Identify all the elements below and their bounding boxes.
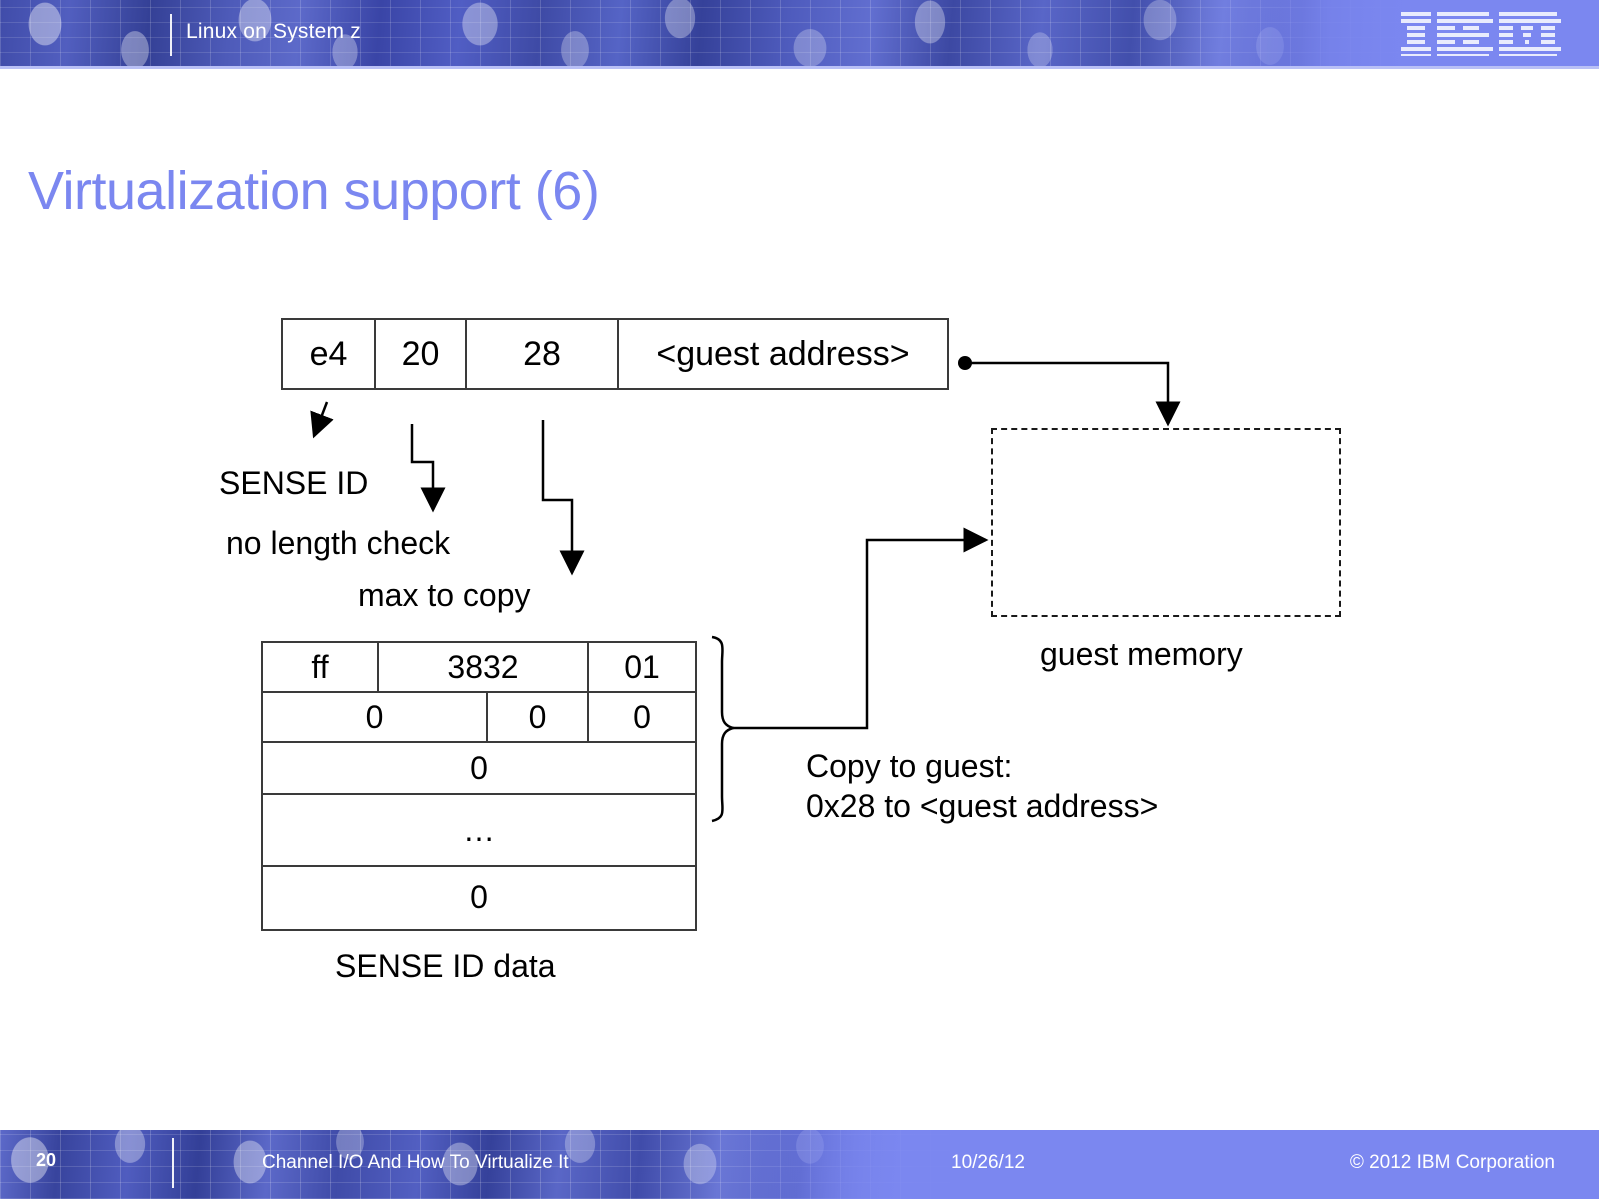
page-number: 20 bbox=[36, 1150, 57, 1170]
table-row: … bbox=[263, 795, 695, 867]
copy-note-line-2: 0x28 to <guest address> bbox=[806, 788, 1159, 824]
ccw-cell-flags: 20 bbox=[376, 320, 467, 388]
ccw-cell-count: 28 bbox=[467, 320, 619, 388]
arrow-copy-to-guest bbox=[733, 527, 989, 730]
sense-cell-zero-c: 0 bbox=[633, 698, 651, 735]
table-row: 0 bbox=[263, 867, 695, 927]
header-fade-overlay bbox=[0, 0, 1599, 68]
sense-cell-zero-row: 0 bbox=[470, 749, 488, 786]
sense-cell-01: 01 bbox=[624, 648, 660, 685]
label-sense-id: SENSE ID bbox=[219, 465, 369, 501]
table-row: 0 0 0 bbox=[263, 693, 695, 743]
sense-cell-zero-last: 0 bbox=[470, 878, 488, 915]
arrow-sense-id bbox=[310, 401, 334, 439]
connector-guest-address bbox=[958, 356, 1181, 427]
header-divider bbox=[170, 14, 172, 56]
slide-header: Linux on System z bbox=[0, 0, 1599, 68]
sense-cell-zero-b: 0 bbox=[488, 693, 589, 741]
footer-copyright: © 2012 IBM Corporation bbox=[1349, 1152, 1555, 1173]
sense-id-data-caption: SENSE ID data bbox=[335, 948, 556, 984]
footer-date: 10/26/12 bbox=[951, 1152, 1025, 1173]
ibm-logo bbox=[1401, 12, 1571, 56]
arrow-no-length-check bbox=[410, 424, 446, 513]
header-brand-label: Linux on System z bbox=[186, 20, 361, 43]
arrow-max-to-copy bbox=[541, 420, 585, 576]
ccw-cell-command: e4 bbox=[283, 320, 376, 388]
sense-id-data-table: ff 3832 01 0 0 0 0 … 0 bbox=[261, 641, 697, 931]
label-max-to-copy: max to copy bbox=[358, 577, 531, 613]
label-no-length-check: no length check bbox=[226, 525, 451, 561]
sense-cell-ellipsis: … bbox=[463, 811, 495, 848]
sense-cell-zero-a: 0 bbox=[263, 693, 488, 741]
ccw-cell-address: <guest address> bbox=[656, 334, 910, 373]
footer-subject: Channel I/O And How To Virtualize It bbox=[262, 1152, 569, 1173]
footer-divider bbox=[172, 1138, 174, 1188]
table-row: 0 bbox=[263, 743, 695, 795]
copy-note-line-1: Copy to guest: bbox=[806, 748, 1013, 784]
guest-memory-box bbox=[991, 428, 1341, 617]
guest-memory-label: guest memory bbox=[1040, 636, 1243, 672]
header-bottom-rule bbox=[0, 66, 1599, 69]
sense-cell-3832: 3832 bbox=[379, 643, 589, 691]
slide-footer: 20 Channel I/O And How To Virtualize It … bbox=[0, 1130, 1599, 1199]
footer-fade-overlay bbox=[0, 1130, 1599, 1199]
ccw-command-table: e4 20 28 <guest address> bbox=[281, 318, 949, 390]
page-title: Virtualization support (6) bbox=[28, 161, 600, 221]
sense-cell-ff: ff bbox=[263, 643, 379, 691]
table-row: ff 3832 01 bbox=[263, 643, 695, 693]
sense-data-brace bbox=[711, 635, 738, 823]
